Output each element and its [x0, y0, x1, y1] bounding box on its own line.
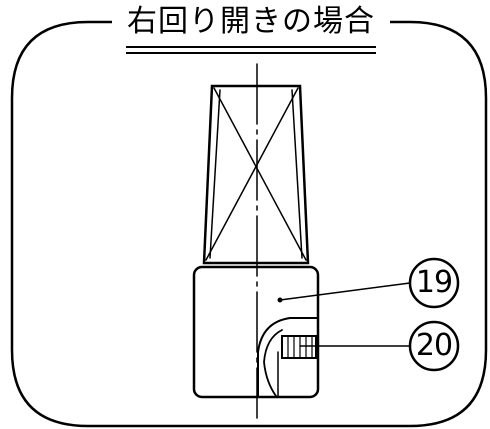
leader-dot-19: [277, 297, 283, 303]
callout-circle-20: [408, 320, 460, 372]
callout-label-20: 20: [415, 328, 453, 363]
title-underline-top: [126, 46, 376, 48]
part-20-block: [281, 335, 317, 359]
lower-cutout-outer: [257, 317, 319, 397]
title-underline-bottom: [126, 52, 376, 54]
upper-body-inner-left: [209, 89, 221, 259]
frame-border: [10, 20, 488, 428]
upper-body-outer: [202, 84, 310, 265]
leader-line-19: [279, 282, 411, 301]
lower-block: [192, 265, 320, 399]
cross-line-b: [205, 87, 299, 261]
cross-line-a: [213, 87, 307, 261]
drawing-title: 右回り開きの場合: [112, 2, 390, 42]
callout-circle-19: [408, 257, 460, 309]
upper-body-inner-right: [291, 89, 303, 259]
lower-cutout-inner: [263, 329, 283, 397]
callout-label-19: 19: [415, 265, 453, 300]
